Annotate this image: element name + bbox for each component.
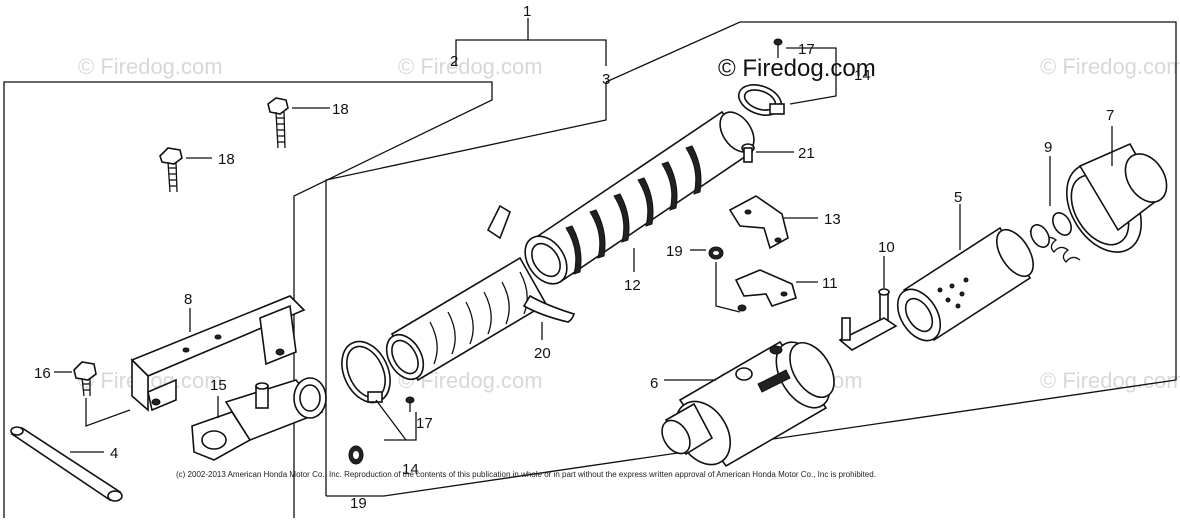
callout-8: 8 — [184, 291, 192, 308]
callout-16: 16 — [34, 365, 51, 382]
callout-15: 15 — [210, 377, 227, 394]
watermark-text: © Firedog.com — [1040, 54, 1180, 79]
callout-12: 12 — [624, 277, 641, 294]
bolt-21 — [741, 143, 755, 163]
intake-joint-15 — [191, 377, 327, 461]
hose-20 — [385, 204, 576, 382]
bracket-13 — [728, 195, 789, 250]
bolt-17-upper — [773, 38, 783, 58]
callout-14-upper: 14 — [854, 67, 871, 84]
callout-2: 2 — [450, 53, 458, 70]
callout-labels: 1 2 3 4 5 6 7 8 9 10 11 12 13 14 14 15 1… — [34, 3, 1114, 512]
callout-7: 7 — [1106, 107, 1114, 124]
watermark-text: © Firedog.com — [1040, 368, 1180, 393]
callout-21: 21 — [798, 145, 815, 162]
bolt-10-plate — [838, 288, 898, 351]
hose-clamp-14-lower — [341, 340, 407, 441]
nut-19-upper — [708, 246, 741, 313]
callout-11: 11 — [822, 275, 838, 292]
bolt-16 — [73, 361, 131, 427]
callout-18-upper: 18 — [332, 101, 349, 118]
watermark-text: © Firedog.com — [398, 54, 543, 79]
watermark-text: © Firedog.com — [78, 54, 223, 79]
spring-9 — [1029, 156, 1081, 263]
group-2-outline — [3, 81, 456, 518]
bolt-18-upper — [267, 97, 289, 149]
callout-1: 1 — [523, 3, 531, 20]
callout-4: 4 — [110, 445, 118, 462]
callout-18-lower: 18 — [218, 151, 235, 168]
group-3-outline — [325, 82, 607, 496]
callout-1-bracket — [455, 39, 607, 66]
callout-6: 6 — [650, 375, 658, 392]
air-filter-5 — [896, 226, 1034, 342]
callout-5: 5 — [954, 189, 962, 206]
hose-clamp-14-upper — [737, 84, 785, 116]
callout-3: 3 — [602, 71, 610, 88]
callout-17-upper: 17 — [798, 41, 815, 58]
nut-19-lower — [348, 445, 364, 465]
copyright-notice: (c) 2002-2013 American Honda Motor Co., … — [176, 470, 876, 479]
bolt-18-lower — [159, 147, 183, 193]
bracket-11 — [734, 269, 797, 312]
callout-19-lower: 19 — [350, 495, 367, 512]
callout-20: 20 — [534, 345, 551, 362]
callout-9: 9 — [1044, 139, 1052, 156]
callout-17-lower: 17 — [416, 415, 433, 432]
tube-4 — [10, 426, 123, 502]
mount-bracket-8 — [130, 295, 306, 412]
callout-10: 10 — [878, 239, 895, 256]
hose-12 — [524, 110, 755, 285]
callout-19-upper: 19 — [666, 243, 683, 260]
leader-lines — [54, 47, 961, 453]
cleaner-cover-7 — [1066, 126, 1168, 253]
callout-14-lower: 14 — [402, 461, 419, 478]
callout-13: 13 — [824, 211, 841, 228]
brand-watermark: © Firedog.com — [718, 55, 876, 82]
group-3-outline — [326, 21, 1177, 497]
cleaner-case-6 — [661, 340, 835, 468]
bolt-17-lower — [384, 396, 417, 441]
